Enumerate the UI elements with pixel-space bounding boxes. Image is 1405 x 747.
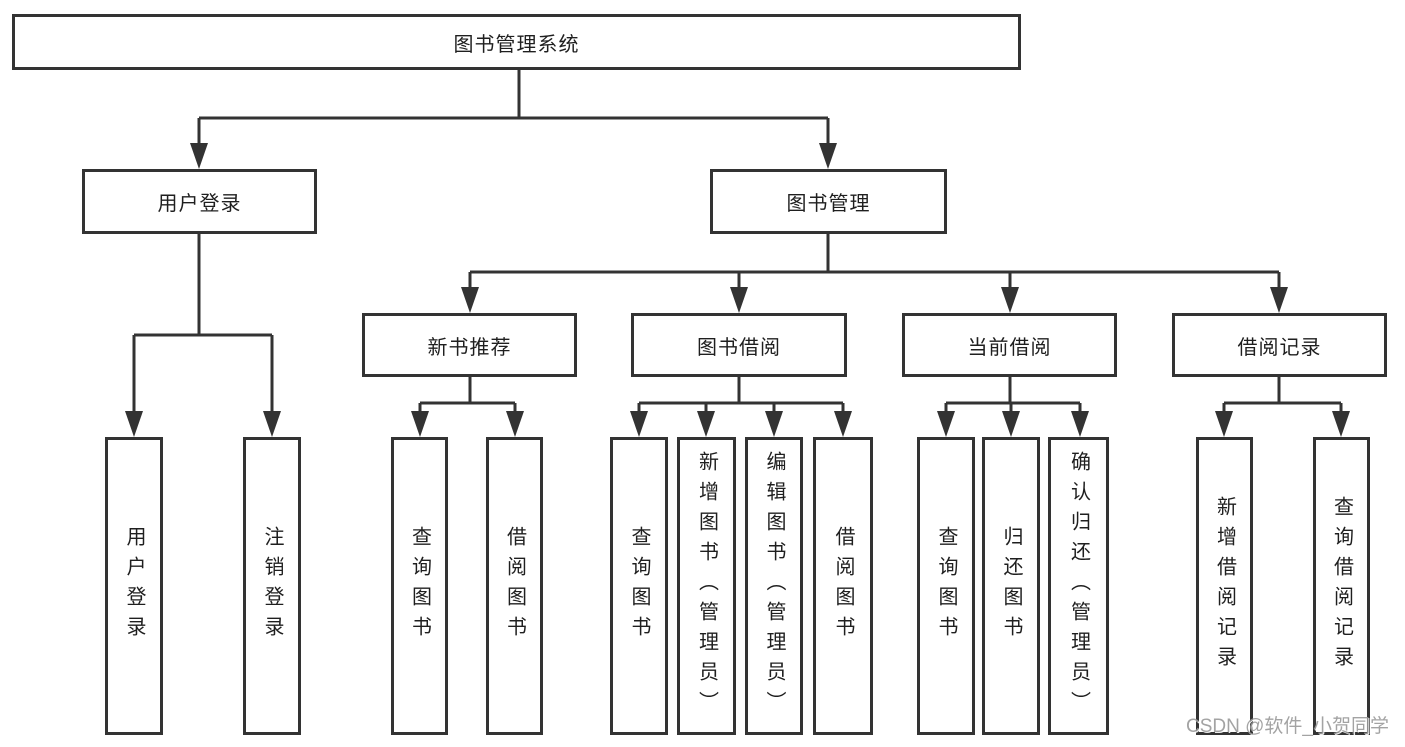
leaf-add-book-admin-label: 新增图书（管理员） [695, 451, 718, 721]
leaf-return-books: 归还图书 [982, 437, 1040, 735]
leaf-add-book-admin: 新增图书（管理员） [677, 437, 736, 735]
arrowhead [411, 411, 429, 437]
leaf-query-books-3-label: 查询图书 [935, 526, 957, 646]
node-book-borrowing: 图书借阅 [631, 313, 847, 377]
arrowhead [461, 287, 479, 313]
leaf-confirm-return-admin: 确认归还（管理员） [1048, 437, 1109, 735]
node-user-login: 用户登录 [82, 169, 317, 234]
arrowhead [1332, 411, 1350, 437]
arrowhead [937, 411, 955, 437]
arrowhead [819, 143, 837, 169]
arrowhead [1270, 287, 1288, 313]
leaf-query-books-1-label: 查询图书 [408, 526, 431, 646]
leaf-query-books-3: 查询图书 [917, 437, 975, 735]
node-borrow-records: 借阅记录 [1172, 313, 1387, 377]
arrowhead [1071, 411, 1089, 437]
leaf-borrow-books-1: 借阅图书 [486, 437, 543, 735]
node-new-book-recommend: 新书推荐 [362, 313, 577, 377]
leaf-borrow-books-1-label: 借阅图书 [503, 526, 526, 646]
arrowhead [697, 411, 715, 437]
arrowhead [263, 411, 281, 437]
leaf-add-borrow-record-label: 新增借阅记录 [1213, 496, 1236, 676]
leaf-borrow-books-2-label: 借阅图书 [832, 526, 854, 646]
arrowhead [1215, 411, 1233, 437]
arrowhead [630, 411, 648, 437]
node-borrow-records-label: 借阅记录 [1237, 336, 1322, 359]
leaf-borrow-books-2: 借阅图书 [813, 437, 873, 735]
arrowhead [1002, 411, 1020, 437]
arrowhead [125, 411, 143, 437]
node-book-management-label: 图书管理 [786, 193, 871, 215]
leaf-edit-book-admin: 编辑图书（管理员） [745, 437, 803, 735]
node-new-book-recommend-label: 新书推荐 [427, 336, 512, 359]
arrowhead [506, 411, 524, 437]
arrowhead [1001, 287, 1019, 313]
node-book-management: 图书管理 [710, 169, 947, 234]
leaf-logout-label: 注销登录 [261, 526, 283, 646]
arrowhead [190, 143, 208, 169]
leaf-query-borrow-record-label: 查询借阅记录 [1330, 496, 1353, 676]
leaf-user-login: 用户登录 [105, 437, 163, 735]
leaf-confirm-return-admin-label: 确认归还（管理员） [1067, 451, 1090, 721]
leaf-edit-book-admin-label: 编辑图书（管理员） [763, 451, 785, 721]
node-current-borrowing: 当前借阅 [902, 313, 1117, 377]
leaf-query-books-2-label: 查询图书 [628, 526, 650, 646]
leaf-query-books-1: 查询图书 [391, 437, 448, 735]
watermark: CSDN @软件_小贺同学 [1186, 716, 1389, 737]
node-library-system: 图书管理系统 [12, 14, 1021, 70]
node-current-borrowing-label: 当前借阅 [967, 336, 1052, 359]
leaf-add-borrow-record: 新增借阅记录 [1196, 437, 1253, 735]
arrowhead [730, 287, 748, 313]
leaf-query-books-2: 查询图书 [610, 437, 668, 735]
leaf-user-login-label: 用户登录 [123, 526, 145, 646]
node-book-borrowing-label: 图书借阅 [697, 336, 781, 359]
arrowhead [765, 411, 783, 437]
node-user-login-label: 用户登录 [157, 193, 242, 215]
node-library-system-label: 图书管理系统 [453, 33, 580, 56]
leaf-logout: 注销登录 [243, 437, 301, 735]
leaf-return-books-label: 归还图书 [1000, 526, 1022, 646]
leaf-query-borrow-record: 查询借阅记录 [1313, 437, 1370, 735]
arrowhead [834, 411, 852, 437]
